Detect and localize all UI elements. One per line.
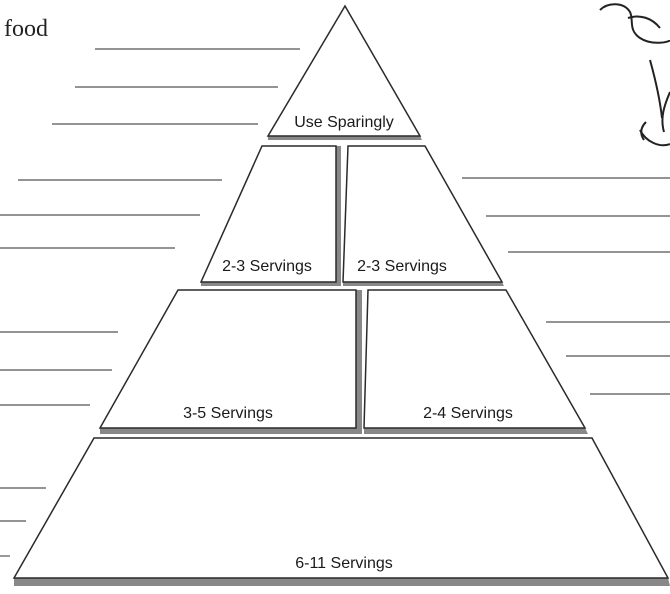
tier-label-use-sparingly: Use Sparingly — [294, 114, 394, 131]
tier-upper-right-shape[interactable] — [342, 145, 504, 283]
tier-label-base: 6-11 Servings — [295, 555, 393, 572]
tier-lower-right-shadow — [364, 428, 588, 434]
cartoon-figure — [599, 3, 670, 147]
tier-label-upper-left: 2-3 Servings — [222, 258, 312, 275]
tier-base-shape[interactable] — [12, 437, 670, 579]
tier-upper-right-shadow — [343, 282, 504, 286]
left-writing-lines — [0, 48, 300, 557]
tier-lower-left-shape[interactable] — [98, 289, 357, 429]
food-pyramid: Use Sparingly 2-3 Servings 2-3 Servings … — [12, 4, 670, 586]
pyramid-tier-upper-middle: 2-3 Servings 2-3 Servings — [199, 145, 504, 286]
pyramid-tier-base: 6-11 Servings — [12, 437, 670, 586]
tier-lower-right-shape[interactable] — [363, 289, 587, 429]
tier-label-lower-left: 3-5 Servings — [183, 405, 273, 422]
pyramid-tier-top: Use Sparingly — [266, 4, 422, 140]
tier-lower-left-shadow — [100, 428, 356, 434]
tier-top-shape[interactable] — [266, 4, 422, 137]
tier-upper-left-shape[interactable] — [199, 145, 337, 283]
tier-upper-left-shadow-side — [336, 146, 341, 286]
tier-top-shadow — [268, 136, 422, 140]
tier-label-lower-right: 2-4 Servings — [423, 405, 513, 422]
right-writing-lines — [462, 177, 670, 395]
tier-base-shadow — [14, 578, 670, 586]
tier-lower-left-shadow-side — [356, 290, 362, 434]
tier-label-upper-right: 2-3 Servings — [357, 258, 447, 275]
margin-word-food: food — [4, 16, 48, 42]
pyramid-tier-lower-middle: 3-5 Servings 2-4 Servings — [98, 289, 588, 434]
tier-upper-left-shadow — [201, 282, 336, 286]
